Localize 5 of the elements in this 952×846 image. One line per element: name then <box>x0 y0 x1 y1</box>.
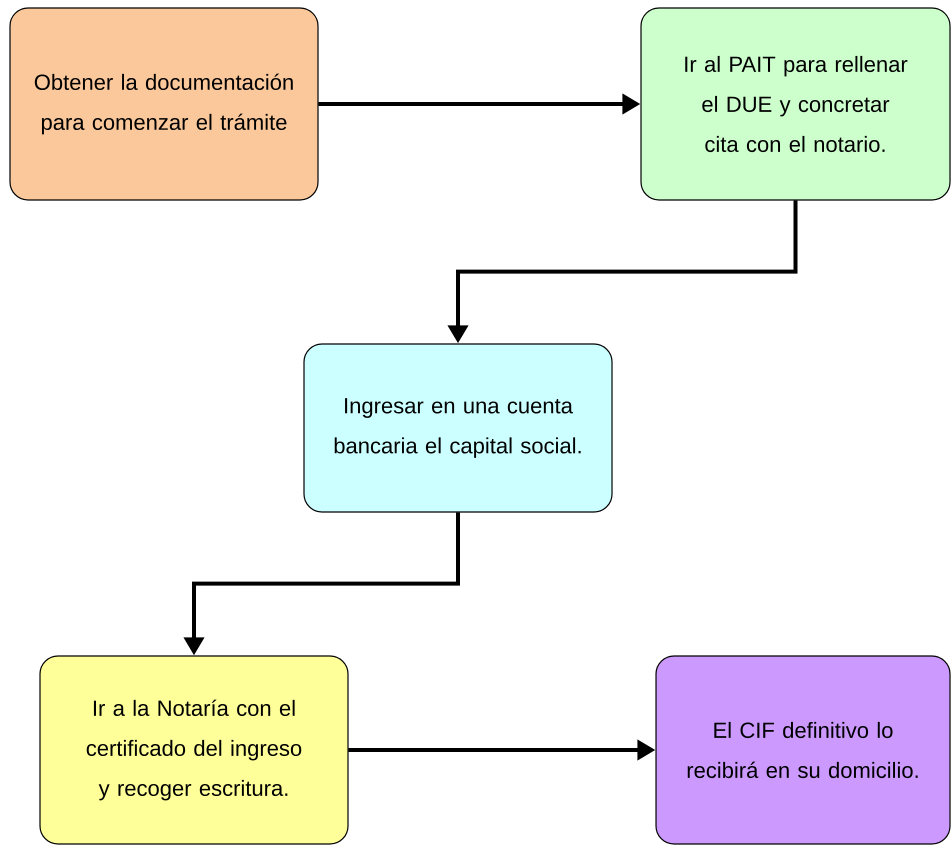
process-box: Ir al PAIT para rellenar el DUE y concretar cita con el notario. <box>640 7 951 201</box>
process-box: El CIF definitivo lo recibirá en su domicilio. <box>655 655 951 845</box>
process-box: Ir a la Notaría con el certificado del ingreso y recoger escritura. <box>39 655 349 845</box>
process-box: Obtener la documentación para comenzar el trámite <box>9 7 319 201</box>
process-box: Ingresar en una cuenta bancaria el capital social. <box>303 343 613 513</box>
